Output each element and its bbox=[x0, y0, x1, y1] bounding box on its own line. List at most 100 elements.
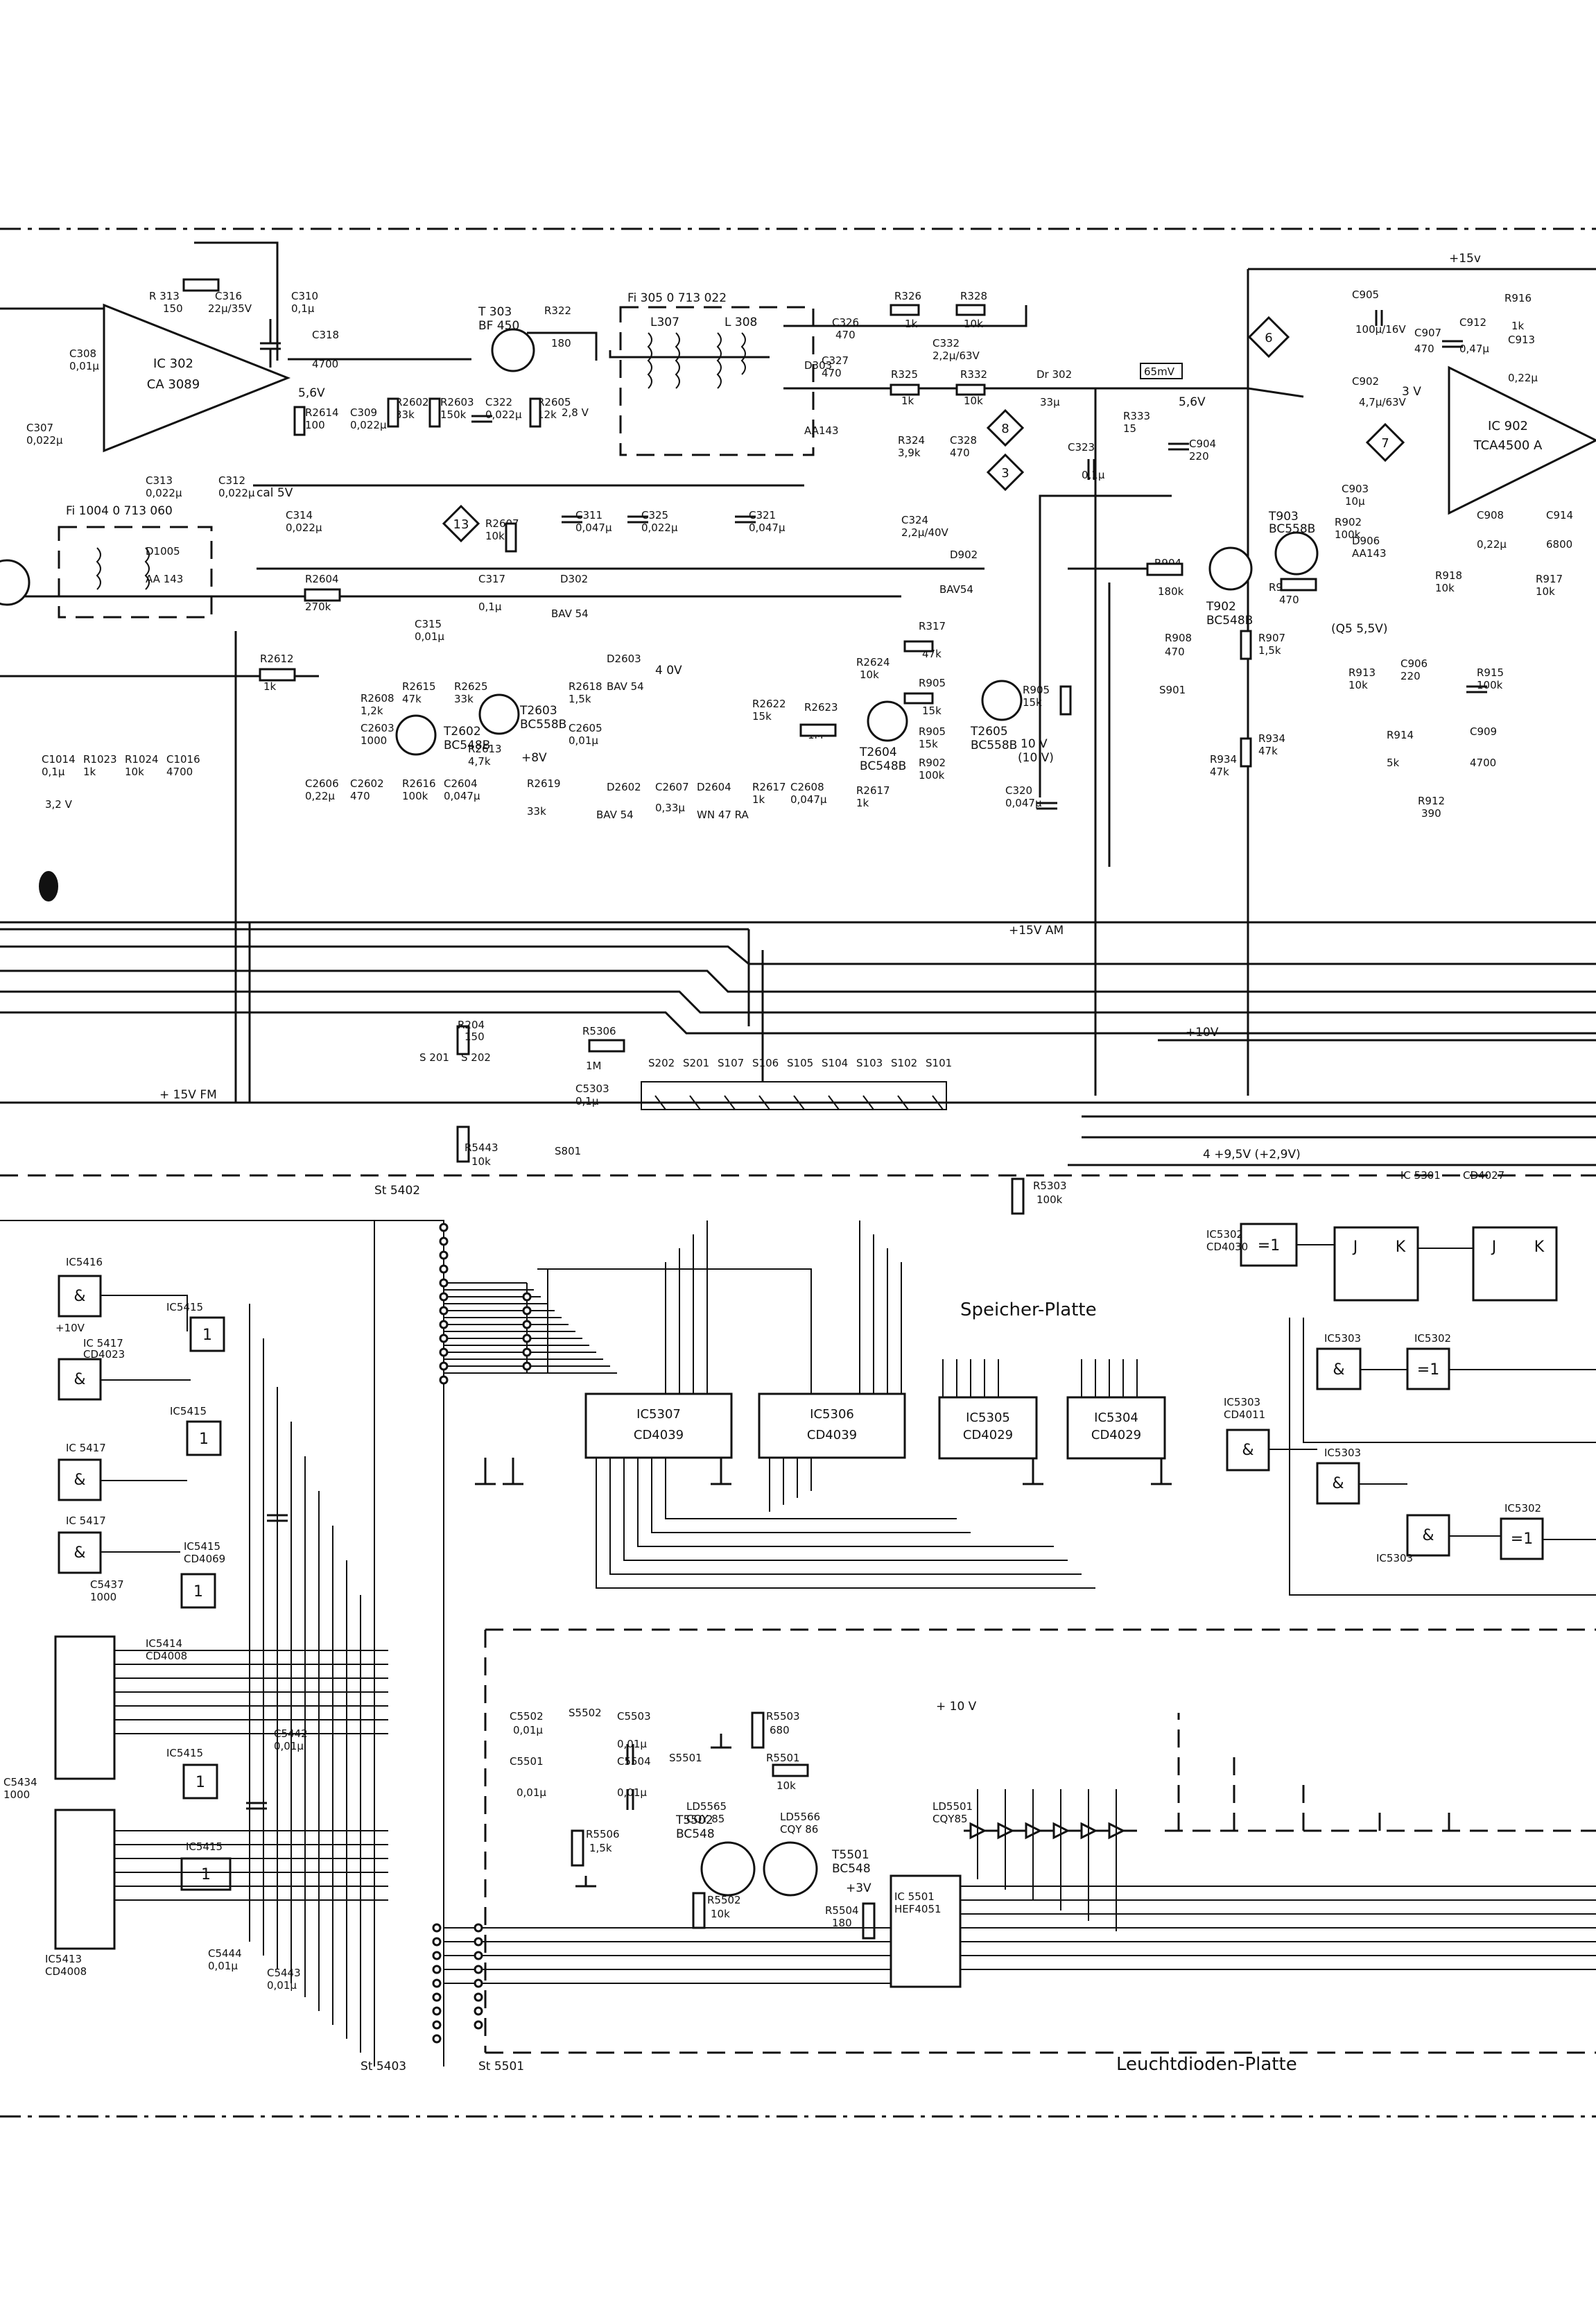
svg-text:C909: C909 bbox=[1470, 725, 1497, 738]
svg-text:R2614: R2614 bbox=[305, 406, 339, 419]
svg-text:470: 470 bbox=[950, 447, 970, 459]
ic5302-xor-gate-2: =1 IC5302 bbox=[1406, 1332, 1451, 1390]
svg-text:4700: 4700 bbox=[312, 358, 338, 370]
wire-bundle bbox=[942, 1359, 1138, 1397]
svg-text:1k: 1k bbox=[1511, 320, 1525, 332]
c5501-value: 0,01µ bbox=[517, 1786, 546, 1799]
svg-text:C913: C913 bbox=[1508, 334, 1535, 346]
svg-text:IC5415: IC5415 bbox=[184, 1540, 220, 1553]
svg-text:R2625: R2625 bbox=[454, 680, 488, 693]
level-65mv: 65mV bbox=[1144, 365, 1175, 378]
svg-text:0,047µ: 0,047µ bbox=[444, 790, 480, 802]
svg-text:IC5306: IC5306 bbox=[810, 1407, 854, 1422]
svg-text:R2619: R2619 bbox=[527, 777, 561, 790]
svg-text:&: & bbox=[1242, 1442, 1254, 1459]
svg-text:CD4011: CD4011 bbox=[1224, 1408, 1265, 1421]
ic5415-inverter-2: 1 IC5415 bbox=[170, 1405, 222, 1456]
ld5501-label: LD5501 bbox=[933, 1800, 973, 1813]
svg-text:10k: 10k bbox=[1435, 582, 1455, 594]
ic5306-chip: IC5306 CD4039 bbox=[758, 1392, 906, 1459]
c5443-label: C5443 bbox=[267, 1967, 301, 1979]
svg-text:0,047µ: 0,047µ bbox=[790, 793, 827, 806]
svg-text:S201: S201 bbox=[683, 1057, 709, 1069]
svg-text:10k: 10k bbox=[964, 318, 983, 330]
bus-wire bbox=[0, 990, 1596, 1014]
svg-text:0,022µ: 0,022µ bbox=[26, 434, 63, 447]
svg-text:CD4029: CD4029 bbox=[1091, 1428, 1141, 1442]
svg-text:R2605: R2605 bbox=[537, 396, 571, 408]
svg-text:0,047µ: 0,047µ bbox=[749, 521, 786, 534]
c5437-value: 1000 bbox=[90, 1591, 116, 1603]
component-labels-top: R 313 150 C316 22µ/35V C310 0,1µ C318 47… bbox=[26, 290, 1216, 643]
speicher-platte-label: Speicher-Platte bbox=[960, 1300, 1097, 1320]
svg-text:IC5413: IC5413 bbox=[45, 1953, 82, 1965]
svg-text:T2605: T2605 bbox=[970, 725, 1008, 739]
svg-text:R905: R905 bbox=[919, 725, 946, 738]
svg-text:BF 450: BF 450 bbox=[478, 319, 519, 333]
voltage-label: 5,6V bbox=[298, 386, 325, 400]
svg-text:IC 5501: IC 5501 bbox=[894, 1890, 935, 1903]
inductor-icon bbox=[96, 547, 150, 590]
voltage-label: (10 V) bbox=[1018, 751, 1054, 765]
svg-text:IC5302: IC5302 bbox=[1504, 1502, 1541, 1515]
svg-text:10k: 10k bbox=[1536, 585, 1555, 598]
ic902-amplifier bbox=[1448, 365, 1596, 515]
svg-text:33k: 33k bbox=[454, 693, 474, 705]
connector-st5501: St 5501 bbox=[478, 2060, 524, 2073]
r5506-label: R5506 bbox=[586, 1828, 620, 1840]
svg-text:R905: R905 bbox=[919, 677, 946, 689]
ic5305-chip: IC5305 CD4029 bbox=[938, 1396, 1038, 1460]
connector-pins bbox=[432, 1223, 532, 2044]
svg-text:T2602: T2602 bbox=[443, 725, 481, 739]
c5434-value: 1000 bbox=[3, 1788, 30, 1801]
svg-text:C318: C318 bbox=[312, 329, 339, 341]
svg-text:2,8 V: 2,8 V bbox=[562, 406, 589, 419]
rail-plus10v-led: + 10 V bbox=[936, 1700, 977, 1714]
svg-text:C902: C902 bbox=[1352, 375, 1379, 388]
svg-text:470: 470 bbox=[350, 790, 370, 802]
svg-text:C310: C310 bbox=[291, 290, 318, 302]
ic5301-flipflop: J K IC 5301 CD4027 bbox=[1333, 1169, 1504, 1302]
logic-wire bbox=[1269, 1244, 1596, 1596]
svg-text:0,01µ: 0,01µ bbox=[69, 360, 99, 372]
wire bbox=[747, 929, 764, 1082]
svg-text:C905: C905 bbox=[1352, 288, 1379, 301]
led-row bbox=[964, 1713, 1596, 1931]
c5434-label: C5434 bbox=[3, 1776, 37, 1788]
svg-text:5k: 5k bbox=[1387, 757, 1400, 769]
svg-text:R914: R914 bbox=[1387, 729, 1414, 741]
svg-text:C2605: C2605 bbox=[569, 722, 602, 734]
svg-text:1: 1 bbox=[196, 1774, 205, 1791]
c5504-label: C5504 bbox=[617, 1755, 651, 1768]
svg-text:R328: R328 bbox=[960, 290, 987, 302]
svg-text:C307: C307 bbox=[26, 422, 53, 434]
svg-text:220: 220 bbox=[1189, 450, 1209, 463]
svg-text:47k: 47k bbox=[402, 693, 422, 705]
svg-text:1000: 1000 bbox=[361, 734, 387, 747]
svg-text:100k: 100k bbox=[919, 769, 945, 782]
svg-text:C1016: C1016 bbox=[166, 753, 200, 766]
svg-text:10k: 10k bbox=[860, 668, 879, 681]
svg-text:0,22µ: 0,22µ bbox=[305, 790, 335, 802]
r5502-label: R5502 bbox=[707, 1894, 741, 1906]
svg-text:1k: 1k bbox=[83, 766, 96, 778]
svg-text:270k: 270k bbox=[305, 601, 331, 613]
svg-text:C315: C315 bbox=[415, 618, 442, 630]
svg-text:IC 5417: IC 5417 bbox=[66, 1515, 106, 1527]
svg-text:C2603: C2603 bbox=[361, 722, 394, 734]
svg-text:S101: S101 bbox=[926, 1057, 952, 1069]
svg-text:47k: 47k bbox=[1258, 745, 1278, 757]
svg-text:C317: C317 bbox=[478, 573, 505, 585]
svg-text:0,1µ: 0,1µ bbox=[478, 601, 502, 613]
s5502-label: S5502 bbox=[569, 1707, 602, 1719]
ic5307-chip: IC5307 CD4039 bbox=[584, 1392, 733, 1459]
svg-text:C5303: C5303 bbox=[575, 1082, 609, 1095]
svg-text:BC548B: BC548B bbox=[444, 739, 490, 752]
svg-text:R2613: R2613 bbox=[468, 743, 502, 755]
svg-text:BC558B: BC558B bbox=[1269, 522, 1315, 536]
svg-text:3: 3 bbox=[1001, 466, 1009, 481]
svg-text:C321: C321 bbox=[749, 509, 776, 521]
svg-text:BC548: BC548 bbox=[676, 1827, 715, 1841]
svg-text:1k: 1k bbox=[901, 395, 914, 407]
